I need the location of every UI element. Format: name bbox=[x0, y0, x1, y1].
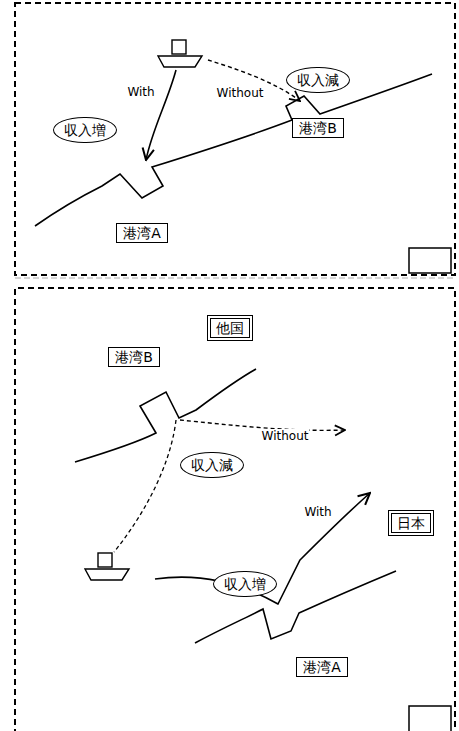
income-oval: 収入増 bbox=[53, 117, 117, 144]
country-box: 日本 bbox=[388, 510, 434, 537]
port-box: 港湾B bbox=[108, 347, 160, 368]
node-text: 港湾B bbox=[115, 349, 153, 366]
income-oval: 収入増 bbox=[213, 571, 277, 598]
node-text: 収入減 bbox=[191, 457, 233, 474]
income-oval: 収入減 bbox=[286, 67, 350, 94]
port-box: 港湾B bbox=[292, 118, 344, 139]
node-text: 日本 bbox=[397, 515, 425, 532]
with-route bbox=[155, 493, 370, 604]
panel-frame bbox=[15, 288, 455, 731]
node-text: 収入増 bbox=[64, 122, 106, 139]
income-oval: 収入減 bbox=[180, 452, 244, 479]
route-label: Without bbox=[216, 86, 265, 100]
ship-icon bbox=[158, 40, 202, 67]
route-label: With bbox=[303, 505, 332, 519]
with-route bbox=[146, 70, 176, 160]
node-text: 港湾A bbox=[123, 225, 161, 242]
corner-box bbox=[409, 248, 451, 273]
ship-route bbox=[114, 420, 176, 552]
country-box: 他国 bbox=[207, 315, 253, 342]
port-box: 港湾A bbox=[296, 657, 348, 678]
corner-box bbox=[409, 706, 451, 731]
port-box: 港湾A bbox=[116, 223, 168, 244]
node-text: 収入増 bbox=[224, 576, 266, 593]
node-text: 他国 bbox=[216, 320, 244, 337]
route-label: Without bbox=[261, 429, 310, 443]
route-label: With bbox=[126, 85, 155, 99]
node-text: 港湾A bbox=[303, 659, 341, 676]
coastline bbox=[35, 74, 432, 226]
panel-frame bbox=[15, 3, 455, 275]
coastline bbox=[75, 369, 256, 462]
node-text: 収入減 bbox=[297, 72, 339, 89]
divider bbox=[15, 278, 455, 279]
coastline bbox=[195, 571, 396, 643]
ship-icon bbox=[85, 553, 129, 580]
node-text: 港湾B bbox=[299, 120, 337, 137]
